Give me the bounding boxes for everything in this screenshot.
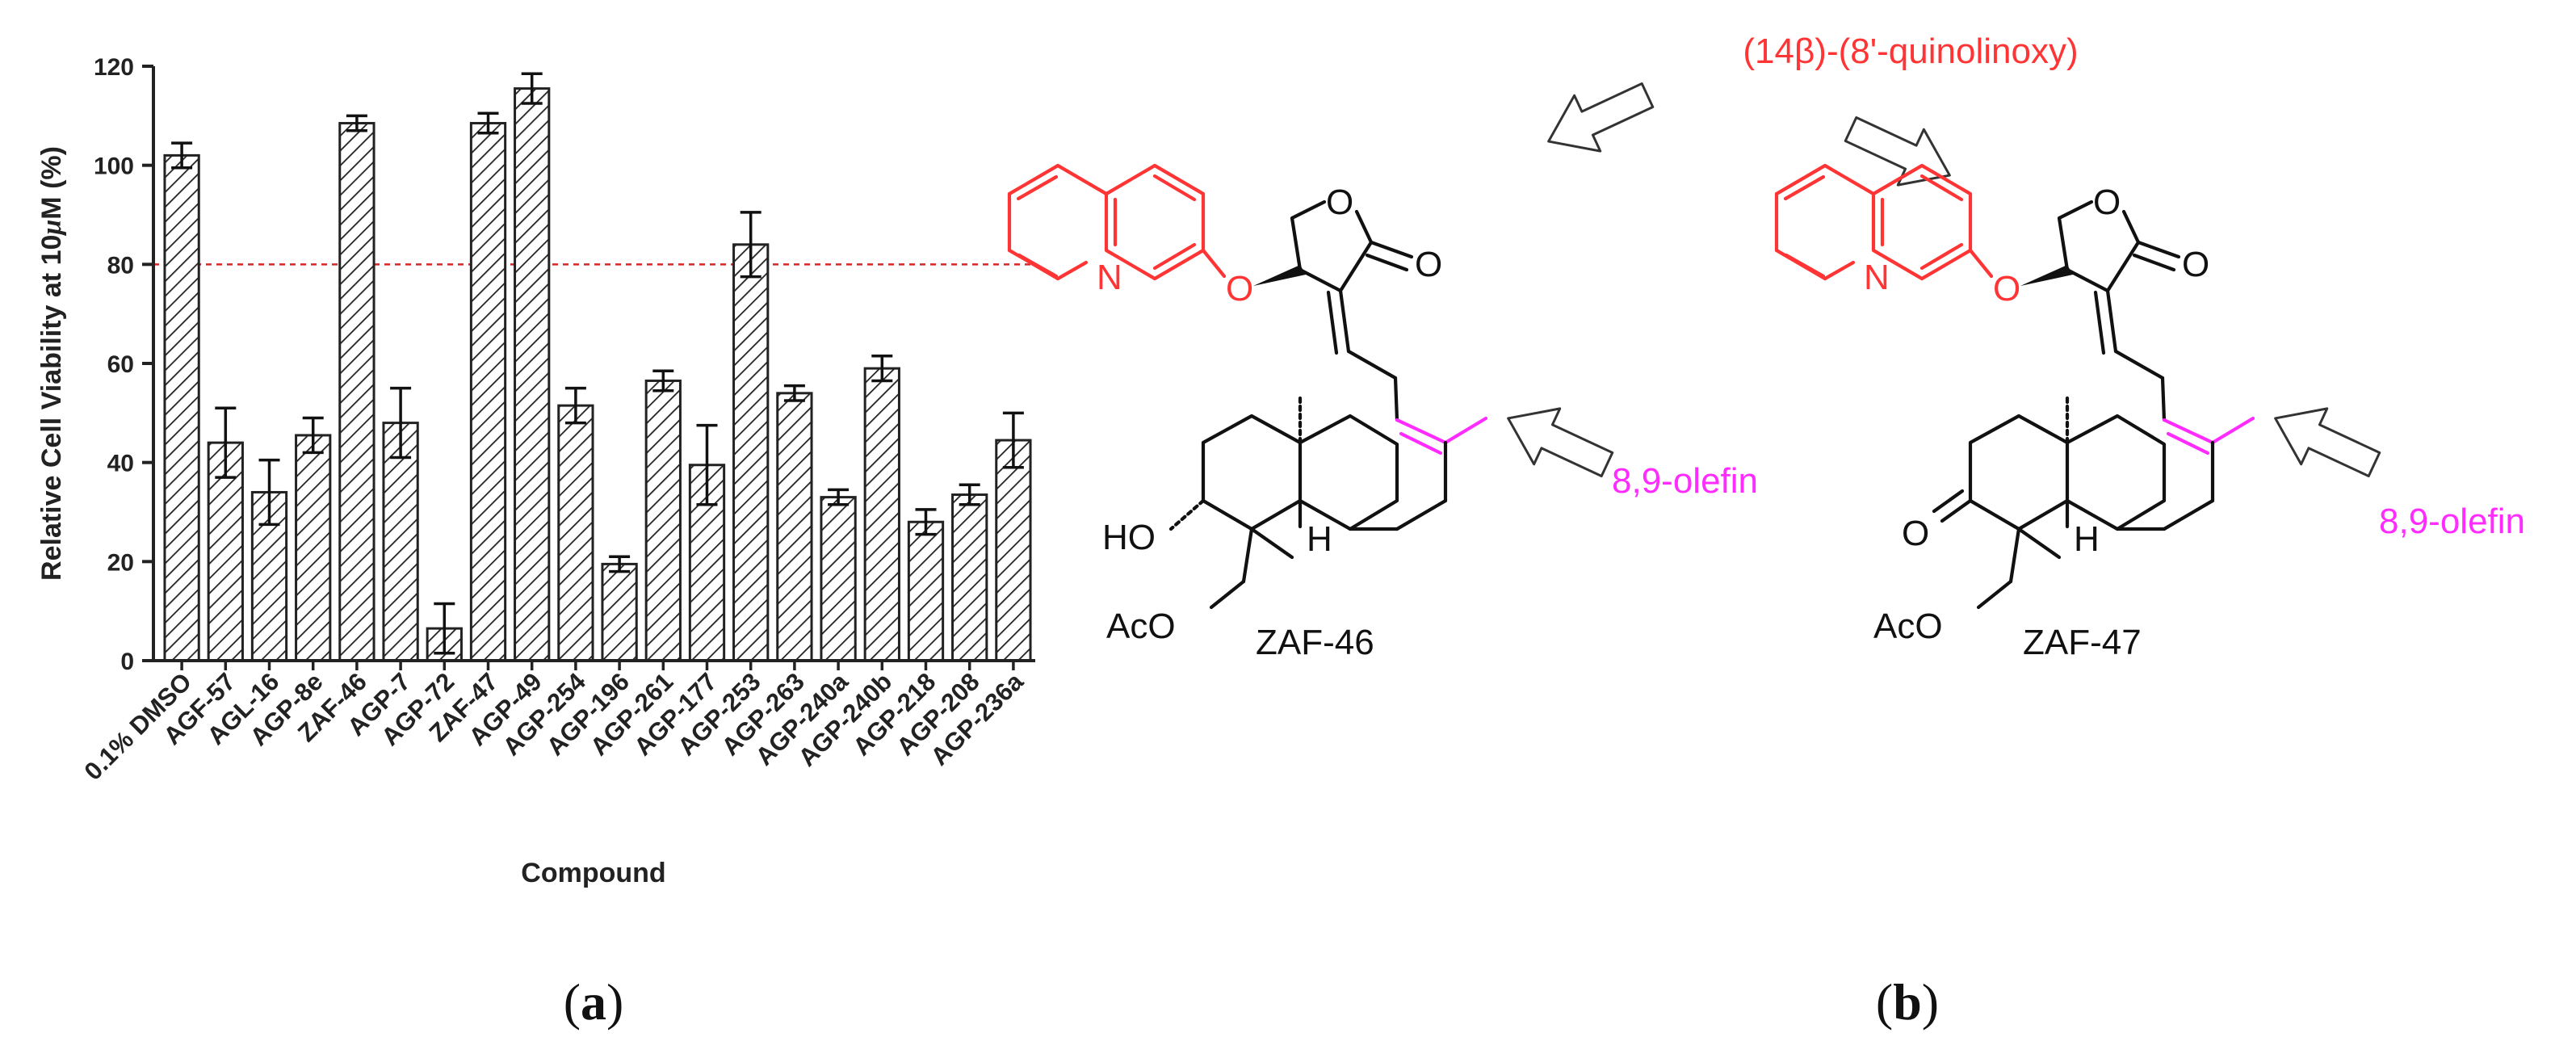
- atom-O-ether: O: [1226, 269, 1253, 309]
- bar: [995, 439, 1032, 662]
- atom-O-ketone: O: [1902, 514, 1929, 553]
- atom-O-carbonyl: O: [1415, 245, 1442, 284]
- error-bar: [652, 369, 674, 393]
- olefin-label-2: 8,9-olefin: [2379, 502, 2525, 541]
- compound-label-zaf46: ZAF-46: [1256, 623, 1374, 662]
- arrow-olefin-2: [2261, 389, 2389, 493]
- error-bar: [390, 386, 412, 460]
- structure-zaf46: N O O O: [1007, 163, 1758, 662]
- atom-O-ether: O: [1993, 269, 2020, 309]
- error-bar: [171, 141, 193, 170]
- error-bar: [564, 386, 586, 425]
- error-bar: [959, 483, 980, 506]
- bar: [644, 379, 682, 662]
- y-tick-label: 120: [94, 54, 134, 81]
- error-bar: [696, 423, 718, 506]
- atom-N: N: [1097, 258, 1122, 297]
- bar: [338, 122, 375, 662]
- error-bar: [434, 602, 455, 655]
- bar: [951, 493, 988, 662]
- quinoline-ring: N O: [1774, 163, 2020, 309]
- bar: [732, 243, 770, 662]
- y-tick-label: 0: [120, 649, 134, 675]
- error-bar: [915, 508, 937, 536]
- y-tick-label: 60: [107, 351, 134, 378]
- x-axis-title: Compound: [521, 858, 665, 888]
- atom-O-ring: O: [1326, 183, 1353, 222]
- bar: [557, 404, 594, 662]
- error-bar: [1002, 411, 1024, 469]
- error-bar: [215, 406, 237, 479]
- atom-H: H: [2074, 519, 2100, 559]
- error-bar: [346, 114, 367, 132]
- panel-label-a: (a): [564, 973, 624, 1031]
- decalin-core: H O AcO: [1873, 392, 2255, 646]
- x-ticks: 0.1% DMSOAGF-57AGL-16AGP-8eZAF-46AGP-7AG…: [78, 661, 1029, 786]
- y-tick-label: 80: [107, 252, 134, 279]
- arrow-to-zaf46: [1534, 66, 1662, 170]
- panel-label-b: (b): [1876, 973, 1939, 1031]
- error-bar: [609, 555, 631, 573]
- error-bar: [740, 211, 761, 279]
- arrow-olefin-1: [1494, 389, 1622, 493]
- atom-AcO: AcO: [1873, 607, 1943, 646]
- lactone-ring: O O: [1253, 183, 1442, 422]
- atom-AcO: AcO: [1106, 607, 1176, 646]
- lactone-ring: O O: [2020, 183, 2209, 422]
- bar: [907, 520, 945, 662]
- y-tick-label: 20: [107, 549, 134, 576]
- bar: [820, 496, 857, 662]
- error-bar: [477, 111, 499, 135]
- atom-H: H: [1307, 519, 1332, 559]
- error-bar: [783, 384, 805, 402]
- error-bar: [828, 488, 850, 506]
- decalin-core: H HO AcO: [1102, 392, 1488, 646]
- chemical-scheme: (14β)-(8'-quinolinoxy) N O: [1007, 31, 2525, 662]
- atom-O-carbonyl: O: [2182, 245, 2209, 284]
- atom-O-ring: O: [2093, 183, 2121, 222]
- error-bar: [258, 458, 280, 527]
- bar: [514, 87, 551, 662]
- quinoline-ring: N O: [1007, 163, 1253, 309]
- structure-zaf47: N O O O: [1774, 163, 2525, 662]
- y-axis-title: Relative Cell Viability at 10μM (%): [36, 146, 67, 581]
- olefin-label-1: 8,9-olefin: [1612, 461, 1758, 501]
- bar: [863, 367, 900, 662]
- bar: [163, 153, 200, 662]
- bar: [601, 562, 638, 662]
- bar: [295, 434, 332, 662]
- y-tick-label: 40: [107, 451, 134, 477]
- atom-N: N: [1864, 258, 1890, 297]
- error-bar: [871, 355, 893, 383]
- error-bars-layer: [171, 72, 1024, 655]
- bar: [776, 392, 813, 662]
- bar: [469, 122, 507, 662]
- bar-chart: 0 20 40 60 80 100 120 0.1% DMSOAGF-57AGL-16AGP…: [36, 54, 1035, 888]
- y-ticks: 0 20 40 60 80 100 120: [94, 54, 153, 675]
- atom-HO: HO: [1102, 518, 1156, 557]
- scheme-header: (14β)-(8'-quinolinoxy): [1743, 31, 2078, 71]
- compound-label-zaf47: ZAF-47: [2023, 623, 2142, 662]
- y-tick-label: 100: [94, 153, 134, 180]
- error-bar: [302, 416, 324, 455]
- error-bar: [521, 72, 543, 105]
- bars-layer: [163, 87, 1032, 662]
